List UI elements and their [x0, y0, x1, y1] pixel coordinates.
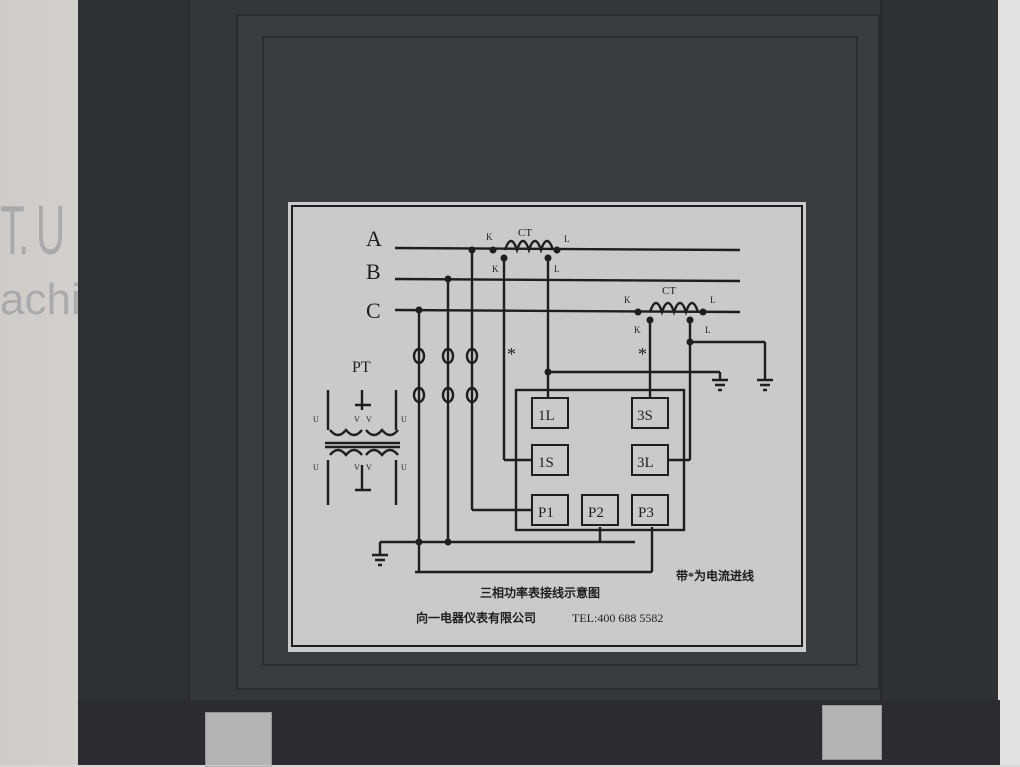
phase-a-label: A: [366, 226, 382, 251]
meter-back-recess: [262, 36, 858, 666]
pt-u-label: U: [313, 415, 319, 424]
pt-u-label: U: [401, 463, 407, 472]
phase-b-label: B: [366, 259, 381, 284]
terminal-3l: 3L: [637, 455, 654, 471]
pt-v-label: V: [366, 415, 372, 424]
terminal-p1: P1: [538, 505, 554, 521]
ct-c-l2-label: L: [705, 325, 711, 335]
company-telephone: TEL:400 688 5582: [572, 611, 663, 625]
mounting-clip-left: [205, 712, 272, 767]
meter-left-side: [78, 0, 190, 720]
star-mark-a: *: [507, 344, 516, 364]
terminal-1l: 1L: [538, 408, 555, 424]
diagram-title: 三相功率表接线示意图: [480, 585, 600, 600]
ct-a-l-label: L: [564, 234, 570, 244]
mounting-clip-right: [822, 705, 882, 760]
terminal-1s: 1S: [538, 455, 554, 471]
phase-c-label: C: [366, 298, 381, 323]
terminal-3s: 3S: [637, 408, 653, 424]
ct-a-k2-label: K: [492, 264, 499, 274]
terminal-p3: P3: [638, 505, 654, 521]
company-name: 向一电器仪表有限公司: [416, 610, 536, 625]
pt-v-label: V: [354, 463, 360, 472]
pt-label: PT: [352, 359, 371, 376]
pt-u-label: U: [401, 415, 407, 424]
star-mark-c: *: [638, 344, 647, 364]
ct-a-label: CT: [518, 227, 532, 239]
terminal-p2: P2: [588, 505, 604, 521]
ct-c-label: CT: [662, 285, 676, 297]
ct-c-k2-label: K: [634, 325, 641, 335]
wiring-diagram: A B C CT K L K L CT K L K L * * PT U U V…: [291, 205, 803, 647]
pt-u-label: U: [313, 463, 319, 472]
ct-a-k-label: K: [486, 232, 493, 242]
pt-v-label: V: [366, 463, 372, 472]
pt-v-label: V: [354, 415, 360, 424]
ct-c-k-label: K: [624, 295, 631, 305]
background-sign-subtext: achi: [0, 275, 81, 324]
meter-right-side: [880, 0, 1000, 720]
current-input-note: 带*为电流进线: [676, 568, 754, 583]
ct-a-l2-label: L: [554, 264, 560, 274]
wiring-diagram-label: A B C CT K L K L CT K L K L * * PT U U V…: [288, 202, 806, 652]
ct-c-l-label: L: [710, 295, 716, 305]
background-right: [998, 0, 1020, 765]
background-sign-text: T. U: [0, 191, 65, 269]
